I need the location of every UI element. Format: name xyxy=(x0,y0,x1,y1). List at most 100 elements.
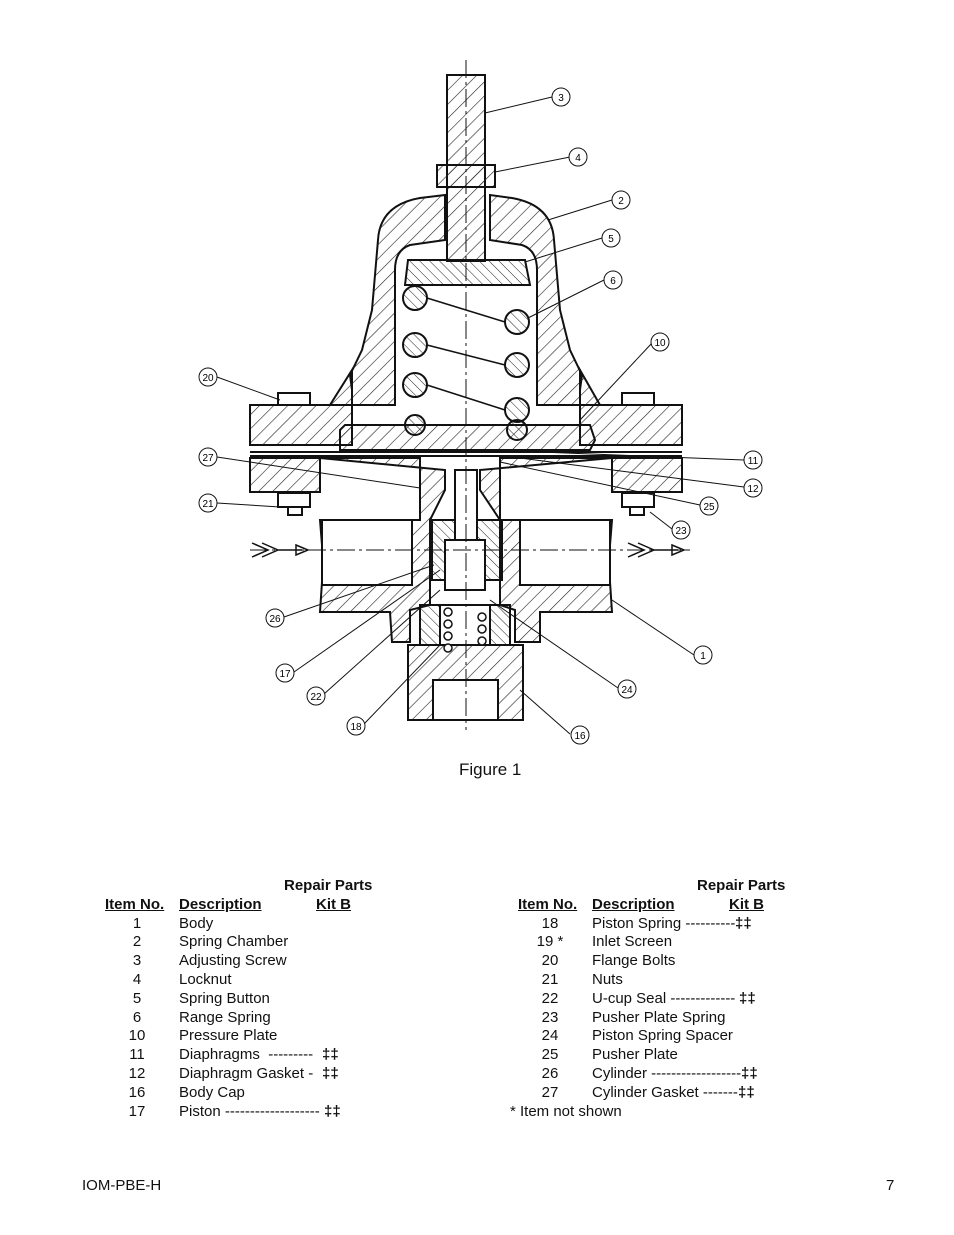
col-item-no: Item No. xyxy=(518,895,578,913)
kit-b-marker: ‡‡ xyxy=(735,914,752,932)
svg-text:18: 18 xyxy=(350,722,362,733)
item-description: U-cup Seal ------------- xyxy=(592,989,740,1007)
item-number: 27 xyxy=(541,1083,559,1101)
svg-text:27: 27 xyxy=(202,453,214,464)
svg-text:4: 4 xyxy=(575,153,581,164)
piston-spring xyxy=(443,607,487,653)
item-number: 18 xyxy=(541,914,559,932)
item-description: Piston Spring ---------- xyxy=(592,914,736,932)
callout-5: 5 xyxy=(601,228,621,248)
item-description: Range Spring xyxy=(179,1008,271,1026)
col-description: Description xyxy=(592,895,675,913)
item-description: Nuts xyxy=(592,970,623,988)
table-row: 2 Spring Chamber xyxy=(105,933,405,952)
repair-parts-header: Repair Parts xyxy=(697,877,786,894)
item-number: 1 xyxy=(132,914,142,932)
item-number: 19 * xyxy=(536,933,564,951)
item-description: Adjusting Screw xyxy=(179,952,287,970)
item-number: 3 xyxy=(132,952,142,970)
callout-3: 3 xyxy=(551,87,571,107)
svg-text:20: 20 xyxy=(202,373,214,384)
callout-18: 18 xyxy=(346,716,366,736)
callout-6: 6 xyxy=(603,270,623,290)
range-spring xyxy=(402,285,530,441)
svg-text:2: 2 xyxy=(618,196,624,207)
callout-27: 27 xyxy=(198,447,218,467)
item-number: 6 xyxy=(132,1008,142,1026)
table-row: 3 Adjusting Screw xyxy=(105,952,405,971)
item-number: 12 xyxy=(128,1064,146,1082)
callout-23: 23 xyxy=(671,520,691,540)
callout-2: 2 xyxy=(611,190,631,210)
kit-b-marker: ‡‡ xyxy=(324,1102,341,1120)
item-number: 23 xyxy=(541,1008,559,1026)
page-number: 7 xyxy=(886,1177,895,1194)
item-description: Body xyxy=(179,914,214,932)
table-row: 25 Pusher Plate xyxy=(518,1046,818,1065)
item-description: Cylinder ------------------ xyxy=(592,1064,742,1082)
table-row: 10 Pressure Plate xyxy=(105,1027,405,1046)
callout-22: 22 xyxy=(306,686,326,706)
col-kit-b: Kit B xyxy=(316,895,351,913)
table-row: 23 Pusher Plate Spring xyxy=(518,1009,818,1028)
item-description: Diaphragms --------- xyxy=(179,1046,322,1064)
table-row: 12 Diaphragm Gasket - ‡‡ xyxy=(105,1065,405,1084)
item-number: 4 xyxy=(132,970,142,988)
callout-24: 24 xyxy=(617,679,637,699)
item-number: 2 xyxy=(132,933,142,951)
kit-b-marker: ‡‡ xyxy=(741,1064,758,1082)
item-description: Flange Bolts xyxy=(592,952,676,970)
item-description: Body Cap xyxy=(179,1083,245,1101)
col-item-no: Item No. xyxy=(105,895,165,913)
kit-b-marker: ‡‡ xyxy=(738,1083,755,1101)
table-note: * Item not shown xyxy=(510,1102,622,1120)
svg-text:16: 16 xyxy=(574,731,586,742)
callout-4: 4 xyxy=(568,147,588,167)
drawing-body xyxy=(249,74,683,721)
item-number: 21 xyxy=(541,970,559,988)
svg-text:5: 5 xyxy=(608,234,614,245)
kit-b-marker: ‡‡ xyxy=(322,1064,339,1082)
callout-10: 10 xyxy=(650,332,670,352)
item-number: 25 xyxy=(541,1046,559,1064)
item-description: Pressure Plate xyxy=(179,1027,278,1045)
item-number: 10 xyxy=(128,1027,146,1045)
col-kit-b: Kit B xyxy=(729,895,764,913)
svg-text:21: 21 xyxy=(202,499,214,510)
item-description: Cylinder Gasket ------- xyxy=(592,1083,738,1101)
item-description: Spring Chamber xyxy=(179,933,289,951)
svg-text:3: 3 xyxy=(558,93,564,104)
col-description: Description xyxy=(179,895,262,913)
item-number: 22 xyxy=(541,989,559,1007)
svg-text:11: 11 xyxy=(748,456,759,467)
callout-16: 16 xyxy=(570,725,590,745)
callout-12: 12 xyxy=(743,478,763,498)
item-description: Piston ------------------- xyxy=(179,1102,324,1120)
item-description: Diaphragm Gasket - xyxy=(179,1064,322,1082)
svg-text:25: 25 xyxy=(703,502,715,513)
document-id: IOM-PBE-H xyxy=(82,1177,162,1194)
item-description: Pusher Plate xyxy=(592,1046,678,1064)
item-number: 26 xyxy=(541,1064,559,1082)
callout-1: 1 xyxy=(693,645,713,665)
svg-text:23: 23 xyxy=(675,526,687,537)
item-number: 11 xyxy=(129,1046,145,1064)
table-row: 24 Piston Spring Spacer xyxy=(518,1027,818,1046)
item-number: 24 xyxy=(541,1027,559,1045)
item-description: Pusher Plate Spring xyxy=(592,1008,726,1026)
svg-text:17: 17 xyxy=(279,669,291,680)
table-row: 27 Cylinder Gasket -------‡‡ xyxy=(518,1084,818,1103)
regulator-cross-section-diagram: 3 4 2 5 6 10 20 27 11 12 21 25 23 26 1 1… xyxy=(198,60,763,745)
callouts: 3 4 2 5 6 10 20 27 11 12 21 25 23 26 1 1… xyxy=(198,87,763,745)
table-row: 17 Piston ------------------- ‡‡ xyxy=(105,1103,405,1122)
item-description: Piston Spring Spacer xyxy=(592,1027,733,1045)
svg-text:26: 26 xyxy=(269,614,281,625)
table-row: 1 Body xyxy=(105,915,405,934)
item-description: Inlet Screen xyxy=(592,933,673,951)
item-number: 17 xyxy=(128,1102,146,1120)
